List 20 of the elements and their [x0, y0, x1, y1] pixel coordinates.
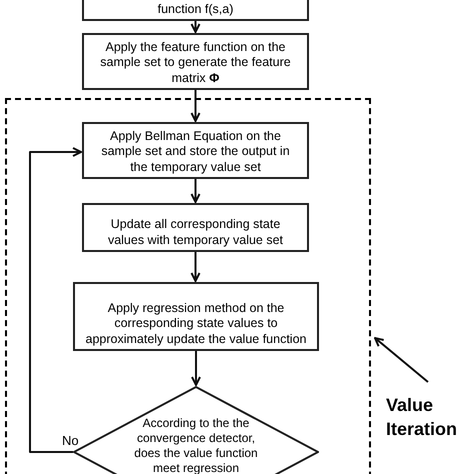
arrow: [191, 351, 201, 386]
step-text: Apply the feature function on the sample set to generate the feature matrix Φ: [99, 40, 292, 86]
arrow: [29, 147, 82, 453]
arrow: [190, 21, 200, 33]
process-box: [82, 33, 309, 90]
dashed-group-box: [5, 98, 371, 474]
step-text: Update all corresponding state values with temporary value set: [106, 217, 284, 248]
leader-arrow: [374, 337, 429, 383]
arrow: [190, 252, 200, 282]
arrow: [190, 179, 200, 203]
process-box: [82, 0, 309, 21]
step-text: Apply Bellman Equation on the sample set and store the output in the temporary value set: [100, 128, 291, 175]
group-label: Value Iteration: [386, 394, 458, 441]
process-box: [82, 203, 309, 252]
arrow: [190, 90, 200, 122]
edge-label: No: [62, 433, 79, 448]
process-box: [73, 282, 319, 351]
process-box: [82, 122, 309, 179]
step-text: function f(s,a): [158, 2, 234, 17]
step-text: Apply regression method on the corresponding state values to approximately update the value function: [84, 300, 308, 347]
